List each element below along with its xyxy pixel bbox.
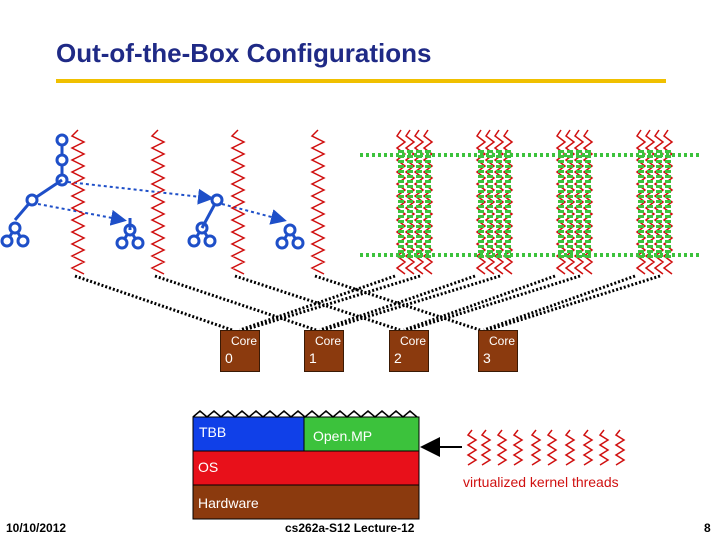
kernel-thread-icon	[530, 429, 542, 466]
core-3: Core 3	[478, 330, 518, 372]
task-node-icon	[283, 223, 297, 237]
kernel-thread-icon	[475, 129, 487, 275]
kernel-thread-icon	[546, 429, 558, 466]
footer-page: 8	[704, 521, 711, 535]
task-node-icon	[55, 153, 69, 167]
core-2: Core 2	[389, 330, 429, 372]
footer-course: cs262a-S12 Lecture-12	[285, 521, 415, 535]
task-node-icon	[16, 234, 30, 248]
task-node-icon	[131, 236, 145, 250]
title-underline	[56, 79, 666, 83]
kernel-thread-icon	[598, 429, 610, 466]
core-0: Core 0	[220, 330, 260, 372]
tbb-task-trees	[0, 133, 305, 250]
kernel-thread-icon	[466, 429, 478, 466]
kernel-thread-icon	[480, 429, 492, 466]
stack-top-edge	[192, 410, 418, 418]
thread-to-core-mappings	[74, 274, 661, 332]
slide-title: Out-of-the-Box Configurations	[56, 38, 432, 68]
task-node-icon	[0, 234, 14, 248]
kernel-thread-icon	[614, 429, 626, 466]
core-number: 3	[483, 350, 491, 366]
core-number: 2	[394, 350, 402, 366]
task-node-icon	[275, 236, 289, 250]
kernel-thread-icon	[70, 129, 86, 275]
kernel-thread-icon	[230, 129, 246, 275]
task-node-icon	[291, 236, 305, 250]
os-label: OS	[198, 459, 219, 475]
footer-date: 10/10/2012	[6, 521, 67, 535]
legend-kernel-threads	[466, 429, 626, 466]
hardware-layer	[193, 485, 419, 519]
software-stack	[192, 410, 420, 520]
core-label: Core	[399, 334, 426, 348]
task-node-icon	[25, 193, 39, 207]
tbb-layer	[193, 417, 304, 451]
kernel-thread-icon	[496, 429, 508, 466]
kernel-thread-icon	[150, 129, 166, 275]
task-node-icon	[8, 221, 22, 235]
task-node-icon	[55, 133, 69, 147]
tbb-label: TBB	[199, 424, 227, 440]
openmp-layer	[304, 417, 419, 451]
os-layer	[193, 451, 419, 485]
kernel-thread-icon	[564, 129, 576, 275]
kernel-thread-icon	[582, 429, 594, 466]
kernel-thread-icon	[512, 429, 524, 466]
core-label: Core	[488, 334, 515, 348]
kernel-thread-icon	[310, 129, 326, 275]
legend-caption: virtualized kernel threads	[463, 474, 619, 490]
task-node-icon	[210, 193, 224, 207]
core-number: 0	[225, 350, 233, 366]
kernel-thread-icon	[564, 429, 576, 466]
openmp-thread-team	[360, 150, 700, 260]
core-1: Core 1	[304, 330, 344, 372]
openmp-label: Open.MP	[313, 428, 373, 444]
task-node-icon	[203, 234, 217, 248]
core-number: 1	[309, 350, 317, 366]
task-node-icon	[187, 234, 201, 248]
kernel-thread-icon	[582, 129, 594, 275]
core-label: Core	[314, 334, 341, 348]
hardware-label: Hardware	[198, 495, 259, 511]
kernel-thread-icon	[493, 129, 505, 275]
task-node-icon	[115, 236, 129, 250]
core-label: Core	[230, 334, 257, 348]
